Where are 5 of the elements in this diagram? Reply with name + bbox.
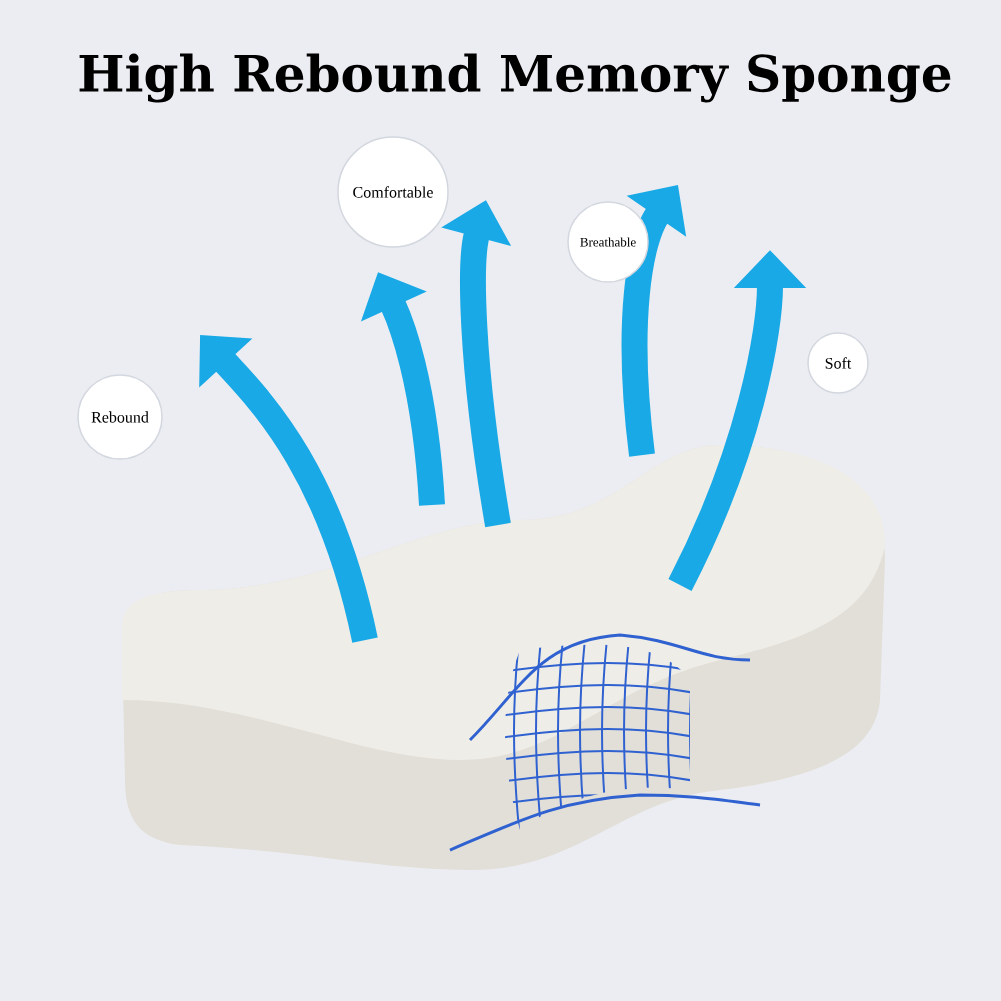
bubble: Breathable bbox=[567, 201, 649, 283]
title: High Rebound Memory Sponge bbox=[79, 53, 951, 103]
bubble: Comfortable bbox=[337, 136, 449, 248]
bubble: Rebound bbox=[77, 374, 163, 460]
bubble: Soft bbox=[807, 332, 869, 394]
